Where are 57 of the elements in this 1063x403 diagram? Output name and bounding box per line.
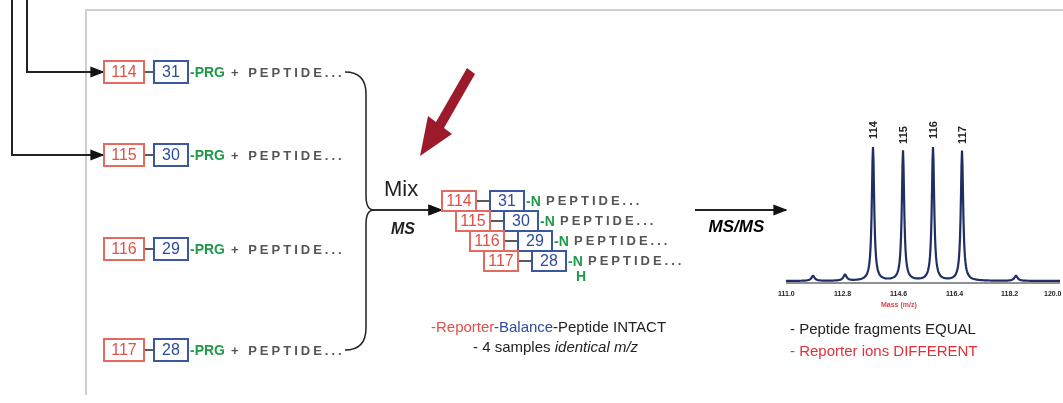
peptide-text: PEPTIDE... [560,214,657,227]
linker-text: -N [554,234,569,248]
hydrogen-text: H [576,269,587,283]
note-text: - Reporter ions DIFFERENT [790,342,978,359]
connector-line [518,260,532,262]
reporter-tag: 116 [103,237,145,261]
balance-tag: 31 [489,190,525,212]
linker-text: -N [568,254,583,268]
peptide-text: PEPTIDE... [574,234,671,247]
linker-text: -PRG [190,65,225,79]
connector-line [476,200,490,202]
peak-label: 117 [955,126,968,144]
note-text: - 4 samples identical m/z [473,338,639,355]
reporter-tag: 115 [103,143,145,167]
linker-text: -PRG [190,343,225,357]
reporter-tag: 114 [441,190,477,212]
linker-text: -PRG [190,242,225,256]
peptide-text: PEPTIDE... [588,254,685,267]
arrow [26,0,105,78]
connector-line [144,349,154,351]
peptide-text: + PEPTIDE... [231,242,345,256]
peptide-text: + PEPTIDE... [231,65,345,79]
reporter-tag: 117 [483,250,519,272]
connector-line [144,248,154,250]
connector-line [490,220,504,222]
legend-text: -Peptide INTACT [553,318,667,335]
legend-text: -Balance [494,318,554,335]
legend-text: -Reporter [431,318,495,335]
balance-tag: 28 [531,250,567,272]
step-label: MS [391,220,415,238]
connector-line [144,71,154,73]
peptide-text: + PEPTIDE... [231,148,345,162]
peak-label: 115 [896,126,909,144]
peak-label: 114 [866,121,879,139]
linker-text: -N [526,194,541,208]
linker-text: -N [540,214,555,228]
peak-label: 116 [926,121,939,139]
peptide-text: PEPTIDE... [546,194,643,207]
balance-tag: 29 [153,237,189,261]
reporter-tag: 117 [103,338,145,362]
reporter-tag: 115 [455,210,491,232]
balance-tag: 30 [153,143,189,167]
balance-tag: 30 [503,210,539,232]
reporter-tag: 116 [469,230,505,252]
connector-line [504,240,518,242]
balance-tag: 29 [517,230,553,252]
peptide-text: + PEPTIDE... [231,343,345,357]
step-label: Mix [384,176,419,202]
reporter-tag: 114 [103,60,145,84]
connector-line [344,204,443,351]
arrow [694,204,788,216]
arrow [11,0,105,161]
linker-text: -PRG [190,148,225,162]
balance-tag: 28 [153,338,189,362]
connector-line [144,154,154,156]
note-text: - Peptide fragments EQUAL [790,320,976,337]
balance-tag: 31 [153,60,189,84]
